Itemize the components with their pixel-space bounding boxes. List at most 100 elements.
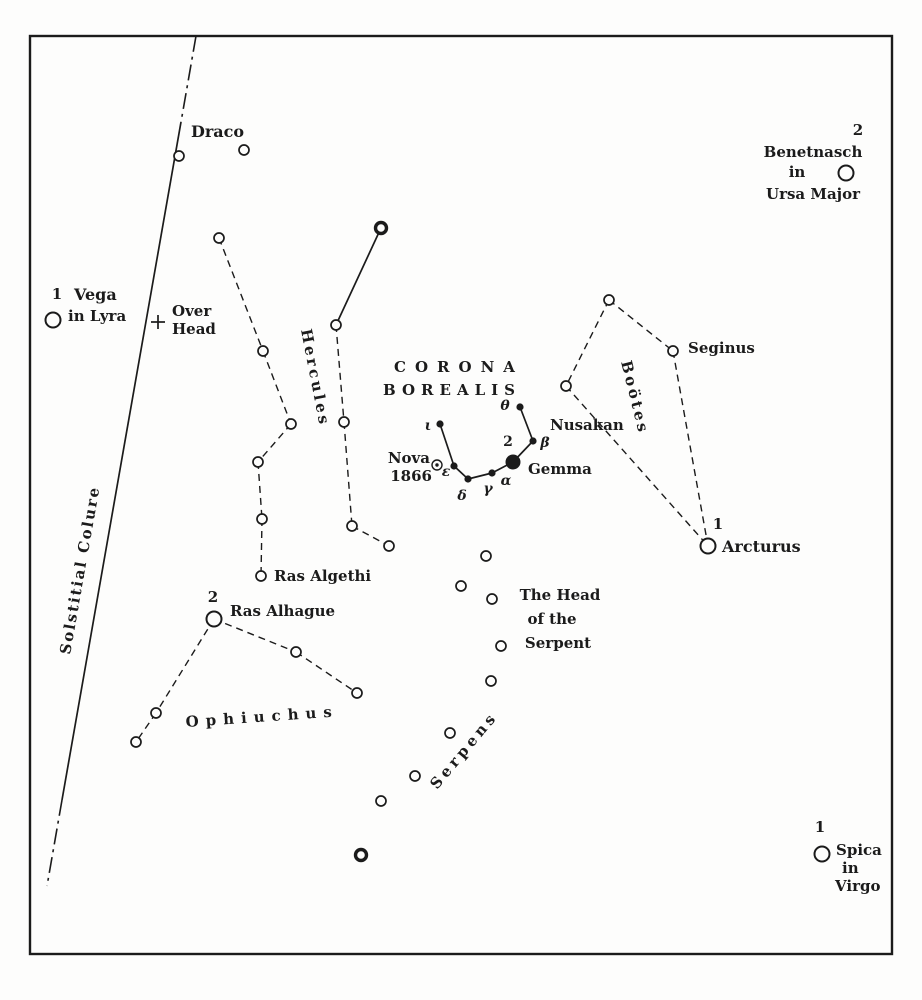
hercules-star-marker bbox=[213, 232, 225, 244]
hercules-star-bright-marker bbox=[373, 220, 389, 236]
chart-label: 1 bbox=[815, 818, 825, 836]
constellation-line bbox=[155, 618, 215, 714]
constellation-line bbox=[439, 423, 455, 467]
theta-coronae-marker bbox=[516, 403, 524, 411]
chart-label: α bbox=[501, 473, 512, 489]
hercules-star-marker bbox=[257, 345, 269, 357]
chart-label: CORONA bbox=[394, 358, 524, 376]
serpens-star-marker bbox=[409, 770, 421, 782]
chart-label: 2 bbox=[853, 121, 863, 139]
chart-frame bbox=[28, 34, 894, 956]
chart-label: ι bbox=[425, 418, 432, 434]
constellation-line bbox=[335, 227, 382, 326]
constellation-line bbox=[467, 472, 493, 480]
serpens-star-marker bbox=[485, 675, 497, 687]
serpens-star-marker bbox=[444, 727, 456, 739]
serpens-star-marker bbox=[495, 640, 507, 652]
chart-label: γ bbox=[483, 481, 493, 497]
chart-label: Arcturus bbox=[721, 537, 801, 556]
chart-label: Seginus bbox=[688, 339, 755, 357]
constellation-line bbox=[262, 350, 292, 425]
seginus-marker bbox=[667, 345, 679, 357]
delta-coronae-marker bbox=[464, 475, 472, 483]
constellation-line bbox=[295, 651, 358, 694]
ophiuchus-star-marker bbox=[351, 687, 363, 699]
chart-label: Nova bbox=[388, 449, 430, 467]
solstitial-colure-line bbox=[180, 35, 197, 123]
constellation-line bbox=[260, 518, 263, 577]
chart-label: ε bbox=[442, 464, 451, 480]
chart-label: Over bbox=[172, 302, 212, 320]
benetnasch-marker bbox=[837, 164, 855, 182]
hercules-star-marker bbox=[330, 319, 342, 331]
constellation-line bbox=[213, 618, 297, 653]
spica-marker bbox=[813, 845, 831, 863]
ophiuchus-star-marker bbox=[130, 736, 142, 748]
chart-label: 1866 bbox=[390, 467, 432, 485]
constellation-line bbox=[135, 712, 157, 743]
constellation-line bbox=[257, 423, 292, 463]
hercules-star-marker bbox=[338, 416, 350, 428]
hercules-star-marker bbox=[346, 520, 358, 532]
serpens-star-marker bbox=[375, 795, 387, 807]
nusakan-beta-marker bbox=[529, 437, 537, 445]
chart-label: 1 bbox=[713, 515, 723, 533]
chart-label: in bbox=[842, 859, 859, 877]
constellation-line bbox=[335, 324, 345, 423]
chart-label: The Head bbox=[520, 586, 601, 604]
chart-label: Virgo bbox=[834, 877, 880, 895]
solstitial-colure-line bbox=[46, 799, 63, 887]
chart-label: in bbox=[789, 163, 806, 181]
bootes-star-marker bbox=[603, 294, 615, 306]
serpens-star-marker bbox=[455, 580, 467, 592]
serpens-star-bright-marker bbox=[353, 847, 369, 863]
ophiuchus-star-marker bbox=[290, 646, 302, 658]
constellation-line bbox=[343, 421, 353, 527]
chart-label: Nusakan bbox=[550, 416, 624, 434]
bootes-star-marker bbox=[560, 380, 572, 392]
chart-label: δ bbox=[456, 488, 466, 504]
constellation-line bbox=[257, 461, 263, 520]
chart-label: Ras Alhague bbox=[230, 602, 335, 620]
iota-coronae-marker bbox=[436, 420, 444, 428]
chart-label: Vega bbox=[73, 285, 117, 304]
chart-label: Head bbox=[172, 320, 216, 338]
constellation-line bbox=[672, 350, 709, 547]
hercules-star-marker bbox=[252, 456, 264, 468]
chart-label: 2 bbox=[503, 434, 513, 450]
draco-star-2-marker bbox=[238, 144, 250, 156]
constellation-line bbox=[608, 299, 674, 352]
nova-1866-marker-core bbox=[435, 463, 439, 467]
draco-star-1-marker bbox=[173, 150, 185, 162]
arcturus-marker bbox=[699, 537, 717, 555]
serpens-star-marker bbox=[480, 550, 492, 562]
chart-label: Benetnasch bbox=[764, 143, 863, 161]
ras-alhague-marker bbox=[205, 610, 223, 628]
chart-label: β bbox=[539, 435, 550, 451]
hercules-star-marker bbox=[285, 418, 297, 430]
epsilon-coronae-marker bbox=[450, 462, 458, 470]
constellation-line bbox=[519, 406, 534, 442]
gamma-coronae-marker bbox=[488, 469, 496, 477]
chart-label: 1 bbox=[52, 285, 62, 303]
ras-algethi-marker bbox=[255, 570, 267, 582]
constellation-line bbox=[218, 237, 264, 352]
solstitial-colure-line bbox=[61, 121, 182, 801]
chart-label: 2 bbox=[208, 588, 218, 606]
vega-marker bbox=[44, 311, 62, 329]
hercules-star-marker bbox=[256, 513, 268, 525]
chart-label: Draco bbox=[191, 122, 244, 141]
chart-label: of the bbox=[527, 610, 576, 628]
hercules-star-marker bbox=[383, 540, 395, 552]
chart-label: Ursa Major bbox=[766, 185, 861, 203]
chart-label: BOREALIS bbox=[383, 381, 521, 399]
chart-label: Serpent bbox=[525, 634, 591, 652]
chart-label: in Lyra bbox=[68, 307, 126, 325]
ophiuchus-star-marker bbox=[150, 707, 162, 719]
chart-label: Ras Algethi bbox=[274, 567, 371, 585]
chart-label: Gemma bbox=[528, 460, 592, 478]
chart-label: θ bbox=[500, 398, 510, 414]
